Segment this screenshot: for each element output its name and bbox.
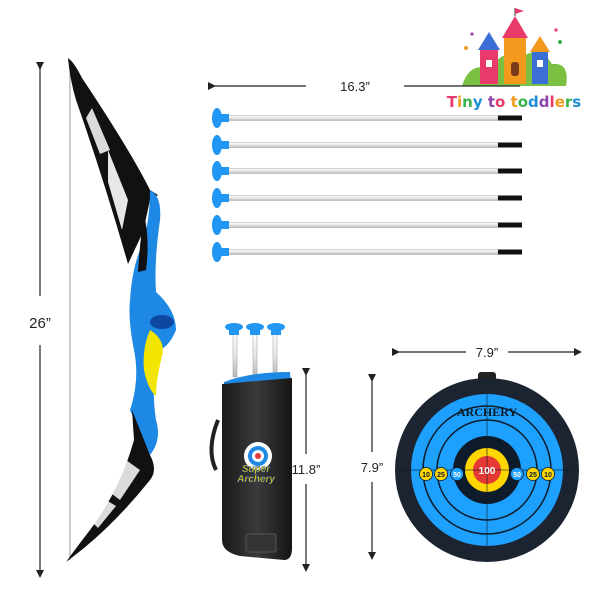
svg-text:25: 25	[529, 472, 537, 479]
svg-text:10: 10	[544, 472, 552, 479]
brand-letter: y	[473, 93, 483, 111]
quiver-height-label: 11.8”	[292, 462, 321, 477]
arrow-length-dimension: 16.3”	[208, 79, 520, 94]
svg-text:25: 25	[437, 472, 445, 479]
brand-letter: o	[518, 93, 528, 111]
bow-height-label: 26”	[29, 315, 51, 332]
arrow-set	[212, 108, 522, 262]
brand-letter: i	[457, 93, 462, 111]
target-width-dimension: 7.9”	[392, 345, 582, 360]
arrow	[212, 108, 522, 128]
ring-label-left-mid: 25	[434, 467, 448, 481]
brand-letter: d	[528, 93, 539, 111]
quiver: Super Archery	[209, 372, 292, 560]
lower-limb	[66, 410, 154, 562]
ring-label-right-mid: 25	[526, 467, 540, 481]
brand-logo: Tiny to toddlers	[447, 8, 582, 111]
arrow-nock	[498, 115, 522, 121]
arrow-shaft	[227, 142, 499, 148]
svg-text:50: 50	[513, 472, 521, 479]
arrow-nock	[498, 142, 522, 148]
bow-height-dimension: 26”	[29, 62, 51, 578]
super-archery-badge: Super Archery	[236, 442, 276, 485]
brand-letter: t	[511, 93, 518, 111]
brand-name: Tiny to toddlers	[447, 93, 582, 111]
suction-cup	[212, 108, 222, 128]
arrow-shaft	[227, 168, 499, 174]
brand-letter: e	[555, 93, 565, 111]
arrow-shaft	[227, 115, 499, 121]
badge-line1: Super	[242, 464, 271, 475]
arrow-shaft	[227, 222, 499, 228]
badge-line2: Archery	[236, 474, 275, 485]
brand-letter: T	[447, 93, 458, 111]
arrow	[212, 215, 522, 235]
arrow	[212, 135, 522, 155]
quiver-strap	[209, 419, 220, 471]
arrow-nock	[498, 249, 522, 255]
target-width-label: 7.9”	[476, 345, 498, 360]
target-board: ARCHERY 100 10 25 50 50 25 10	[395, 372, 579, 562]
bow-badge	[150, 315, 174, 329]
arrow	[212, 188, 522, 208]
upper-limb	[68, 58, 158, 264]
arrow-nock	[498, 195, 522, 201]
castle-icon	[462, 8, 567, 86]
suction-cup	[212, 215, 222, 235]
suction-cup	[212, 188, 222, 208]
ring-label-left-inner: 50	[450, 467, 464, 481]
suction-cup	[212, 161, 222, 181]
bullseye-label: 100	[479, 466, 496, 477]
brand-letter: t	[488, 93, 495, 111]
quiver-height-dimension: 11.8”	[292, 368, 321, 572]
ring-label-right-outer: 10	[541, 467, 555, 481]
svg-text:10: 10	[422, 472, 430, 479]
arrow-shaft	[227, 195, 499, 201]
suction-cup	[212, 135, 222, 155]
brand-letter: s	[572, 93, 581, 111]
brand-letter: r	[565, 93, 573, 111]
grip	[143, 330, 163, 396]
brand-letter: n	[462, 93, 473, 111]
brand-letter: l	[550, 93, 555, 111]
arrow	[212, 161, 522, 181]
arrow-nock	[498, 168, 522, 174]
quiver-arrows	[225, 323, 285, 378]
brand-letter: o	[495, 93, 505, 111]
target-height-dimension: 7.9”	[361, 374, 383, 560]
svg-text:50: 50	[453, 472, 461, 479]
brand-letter: d	[539, 93, 550, 111]
target-title: ARCHERY	[457, 405, 518, 419]
arrow-shaft	[227, 249, 499, 255]
bow	[66, 58, 176, 562]
target-height-label: 7.9”	[361, 460, 383, 475]
arrow	[212, 242, 522, 262]
arrow-nock	[498, 222, 522, 228]
arrow-length-label: 16.3”	[340, 79, 370, 94]
ring-label-right-inner: 50	[510, 467, 524, 481]
ring-label-left-outer: 10	[419, 467, 433, 481]
suction-cup	[212, 242, 222, 262]
